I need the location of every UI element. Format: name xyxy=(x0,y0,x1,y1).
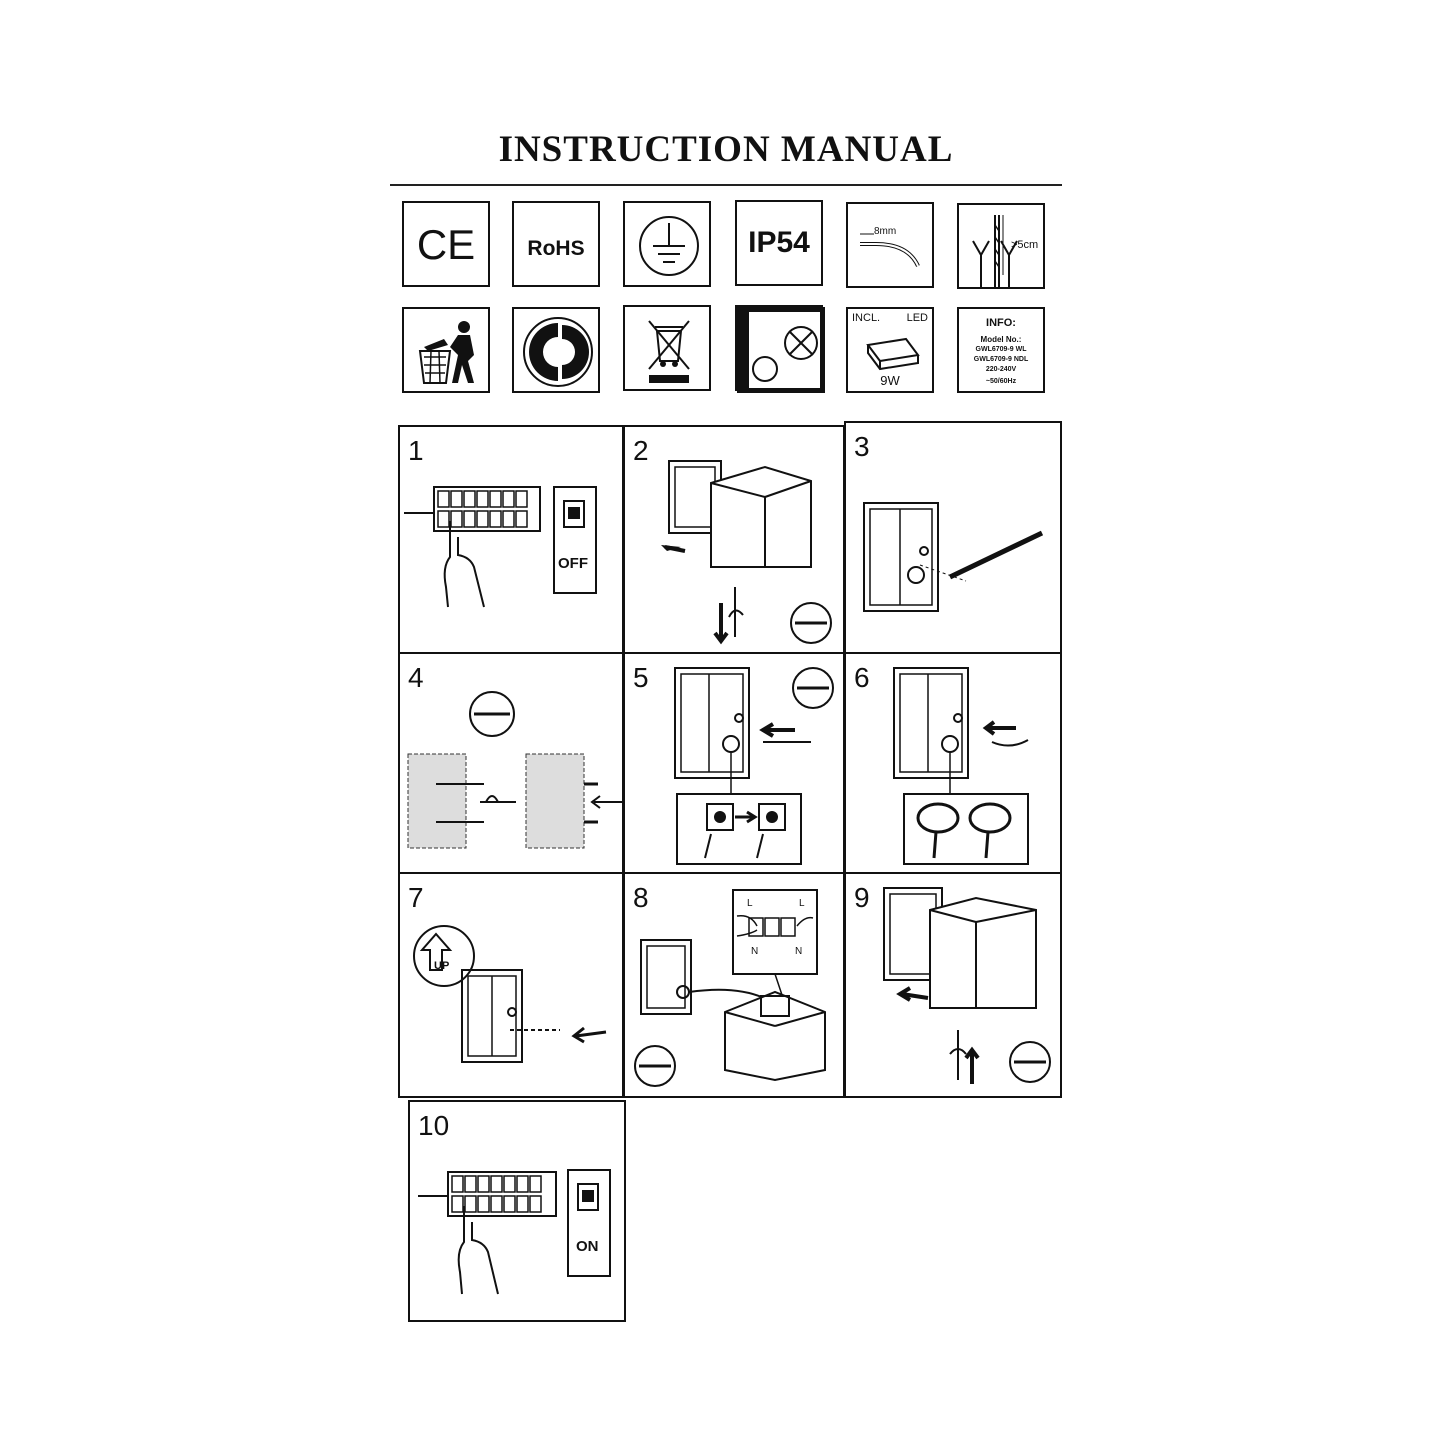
step-number: 5 xyxy=(633,662,649,693)
step-2-panel: 2 xyxy=(623,425,845,654)
earth-ground-icon xyxy=(623,201,711,287)
ce-mark-icon: CE xyxy=(402,201,490,287)
switch-off-label: OFF xyxy=(558,555,588,572)
recycling-green-dot-icon xyxy=(512,307,600,393)
wire-strip-icon: 8mm xyxy=(846,202,934,288)
step-number: 1 xyxy=(408,435,424,466)
live-wire-label-2: L xyxy=(799,898,805,909)
wire-length-icon: >5cm xyxy=(957,203,1045,289)
not-covered-lamp-icon xyxy=(735,305,825,393)
step-8-panel: 8 L L N N xyxy=(623,872,845,1098)
frequency-label: ~50/60Hz xyxy=(985,378,1017,385)
step-10-panel: 10 ON xyxy=(408,1100,626,1322)
switch-on-label: ON xyxy=(576,1238,599,1255)
step-3-panel: 3 xyxy=(844,421,1062,654)
step-5-panel: 5 xyxy=(623,652,845,874)
steps-grid: 1 OFF 2 xyxy=(398,421,1062,1322)
step-number: 10 xyxy=(418,1110,450,1141)
step-number: 7 xyxy=(408,882,424,913)
ip-label: IP54 xyxy=(748,226,810,259)
step-1-panel: 1 OFF xyxy=(398,425,624,654)
model-label: Model No.: xyxy=(980,335,1022,344)
step-number: 6 xyxy=(854,662,870,693)
rohs-label: RoHS xyxy=(527,237,585,260)
voltage-label: 220-240V xyxy=(985,366,1017,373)
led-label: LED xyxy=(906,312,928,324)
model-number-1: GWL6709-9 WL xyxy=(975,346,1027,353)
step-9-panel: 9 xyxy=(844,872,1062,1098)
info-title: INFO: xyxy=(986,317,1016,329)
manual-title: INSTRUCTION MANUAL xyxy=(498,129,954,170)
step-6-panel: 6 xyxy=(844,652,1062,874)
step-4-panel: 4 xyxy=(398,652,624,874)
trash-disposal-icon xyxy=(402,307,490,393)
step-number: 8 xyxy=(633,882,649,913)
ce-label: CE xyxy=(416,221,476,268)
incl-label: INCL. xyxy=(852,312,881,324)
rohs-icon: RoHS xyxy=(512,201,600,287)
ip54-rating-icon: IP54 xyxy=(735,200,823,286)
live-wire-label: L xyxy=(747,898,753,909)
strip-length-label: 8mm xyxy=(874,226,897,237)
step-7-panel: 7 UP xyxy=(398,872,624,1098)
step-number: 3 xyxy=(854,431,870,462)
model-number-2: GWL6709-9 NDL xyxy=(973,356,1029,363)
title-rule xyxy=(390,184,1062,186)
wire-length-label: >5cm xyxy=(1011,239,1039,251)
neutral-wire-label-2: N xyxy=(795,946,803,957)
neutral-wire-label: N xyxy=(751,946,759,957)
wattage-label: 9W xyxy=(880,373,900,388)
included-led-icon: INCL. LED 9W xyxy=(846,307,934,393)
up-label: UP xyxy=(434,960,450,972)
step-number: 2 xyxy=(633,435,649,466)
weee-crossed-bin-icon xyxy=(623,305,711,391)
info-model-box: INFO: Model No.: GWL6709-9 WL GWL6709-9 … xyxy=(957,307,1045,393)
step-number: 4 xyxy=(408,662,424,693)
step-number: 9 xyxy=(854,882,870,913)
